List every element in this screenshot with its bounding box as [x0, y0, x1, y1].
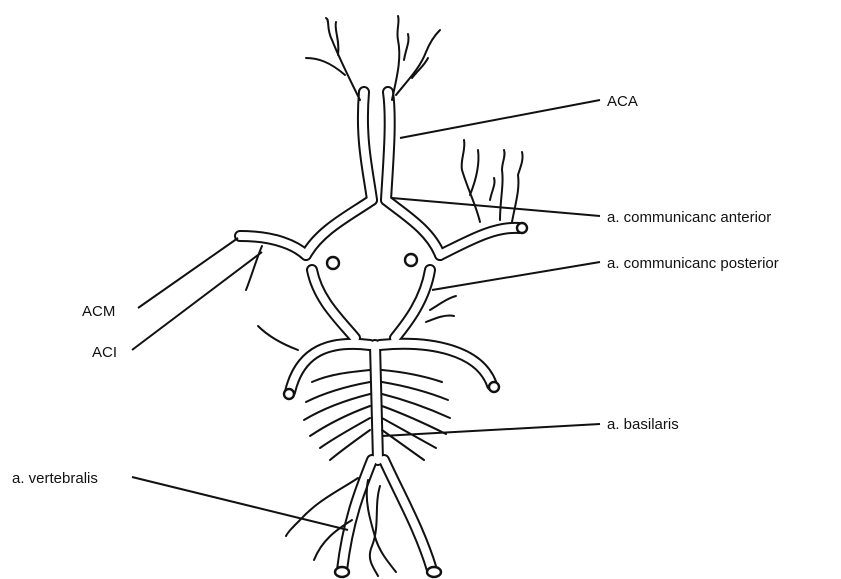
aca-leader [400, 100, 600, 138]
vertebralis-leader [132, 477, 348, 530]
basilaris-label: a. basilaris [607, 416, 679, 433]
pca-right-end [489, 382, 499, 392]
comm-anterior-label: a. communicanc anterior [607, 209, 771, 226]
comm-posterior-label: a. communicanc posterior [607, 255, 779, 272]
ica-right-end [405, 254, 417, 266]
aca-label: ACA [607, 93, 638, 110]
vertebral-right-end [427, 567, 441, 577]
vertebralis-label: a. vertebralis [12, 470, 98, 487]
mca-right-end [517, 223, 527, 233]
acm-label: ACM [82, 303, 115, 320]
acm-leader [138, 238, 238, 308]
aci-label: ACI [92, 344, 117, 361]
vertebral-left-end [335, 567, 349, 577]
pca-left-end [284, 389, 294, 399]
ica-left-end [327, 257, 339, 269]
comm-posterior-leader [432, 262, 600, 290]
comm-anterior-leader [392, 198, 600, 216]
basilaris-leader [382, 424, 600, 436]
labels: ACA a. communicanc anterior a. communica… [12, 93, 779, 487]
